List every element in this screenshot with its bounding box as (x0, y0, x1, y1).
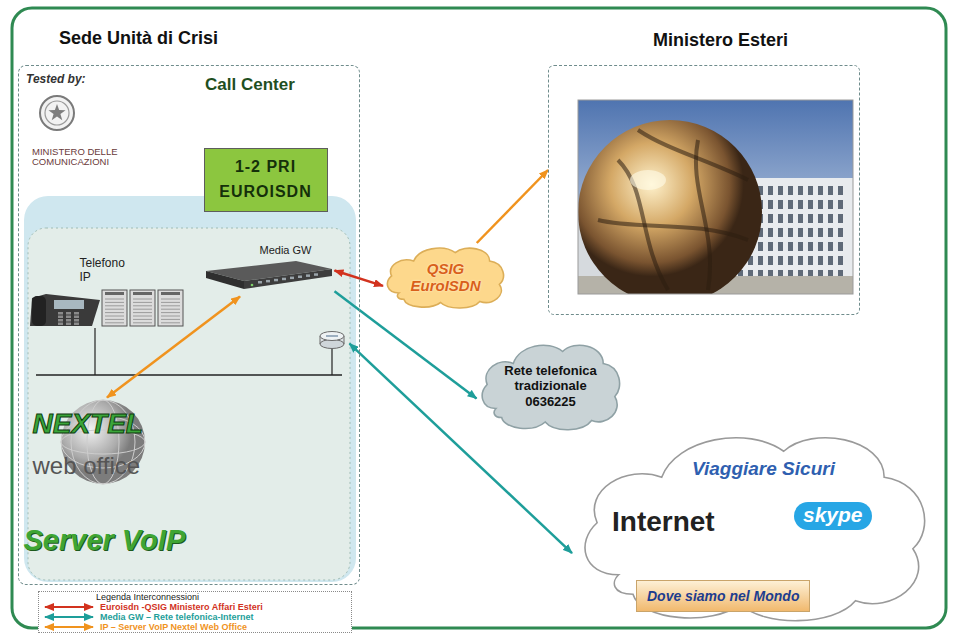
legend-swatch (42, 622, 96, 632)
isdn-link (335, 271, 384, 286)
legend-row: Media GW – Rete telefonica-Internet (42, 612, 254, 622)
server-label: Server VoIP (24, 524, 186, 557)
ministry-logo-text: MINISTERO DELLE COMUNICAZIONI (32, 147, 122, 167)
cloud-outline (482, 345, 619, 429)
media-gateway: Media GW (200, 245, 335, 297)
legend-swatch (42, 602, 96, 612)
network-panel (24, 196, 356, 582)
ministry-photo (578, 100, 853, 294)
outer-frame (12, 8, 946, 628)
cloud-label: QSIG EuroISDN (402, 260, 490, 295)
lan-drop (331, 347, 332, 375)
box-heading: Ministero Esteri (653, 30, 788, 51)
qsig-cloud: QSIG EuroISDN (383, 243, 508, 311)
logo-subtitle: web office (33, 452, 141, 480)
call-center-region: Sede Unità di CrisiCall Center1-2 PRI EU… (18, 65, 360, 585)
lan-drop (94, 328, 95, 375)
cloud-outline (387, 248, 503, 308)
router-symbol (320, 332, 344, 349)
ministry-box: Ministero Esteri (548, 65, 860, 315)
qsig-link (477, 170, 548, 243)
legend-text: Euroisdn -QSIG Ministero Affari Esteri (100, 602, 263, 612)
legend-row: IP – Server VoIP Nextel Web Office (42, 622, 247, 632)
legend-text: IP – Server VoIP Nextel Web Office (100, 622, 247, 632)
state-emblem (40, 96, 74, 130)
pstn-cloud: Rete telefonica tradizionale 0636225 (477, 338, 625, 434)
legend-row: Euroisdn -QSIG Ministero Affari Esteri (42, 602, 263, 612)
cloud-outline (585, 438, 925, 621)
ip-phone: Telefono IP (28, 256, 186, 328)
region-title: Call Center (205, 75, 295, 95)
cloud-label: Internet (612, 506, 715, 538)
legend-title: Legenda Interconnessioni (96, 592, 199, 602)
cloud-label: Rete telefonica tradizionale 0636225 (495, 363, 607, 410)
site-logo: Viaggiare Sicuri (692, 458, 835, 480)
logo-wordmark: NEXTEL (33, 408, 143, 440)
trunk-label: 1-2 PRI EUROISDN (213, 155, 319, 205)
internet-cloud: Viaggiare SicuriInternet skypeDove siamo … (572, 422, 938, 630)
tested-by-label: Tested by: (26, 72, 86, 86)
legend-swatch (42, 612, 96, 622)
device-label: Telefono IP (80, 256, 138, 285)
service-logo: skype (794, 502, 872, 530)
legend-text: Media GW – Rete telefonica-Internet (100, 612, 254, 622)
pri-trunk-box: 1-2 PRI EUROISDN (204, 148, 328, 212)
site-banner: Dove siamo nel Mondo (636, 580, 810, 612)
nextel-logo: NEXTEL web office (25, 398, 175, 486)
phone-picture (28, 286, 186, 328)
voip-server-region: Server VoIPTelefono IPMedia GWNEXTELweb … (28, 228, 350, 580)
device-label: Media GW (260, 244, 312, 256)
region-heading: Sede Unità di Crisi (59, 28, 218, 49)
lan-bus (36, 374, 342, 376)
